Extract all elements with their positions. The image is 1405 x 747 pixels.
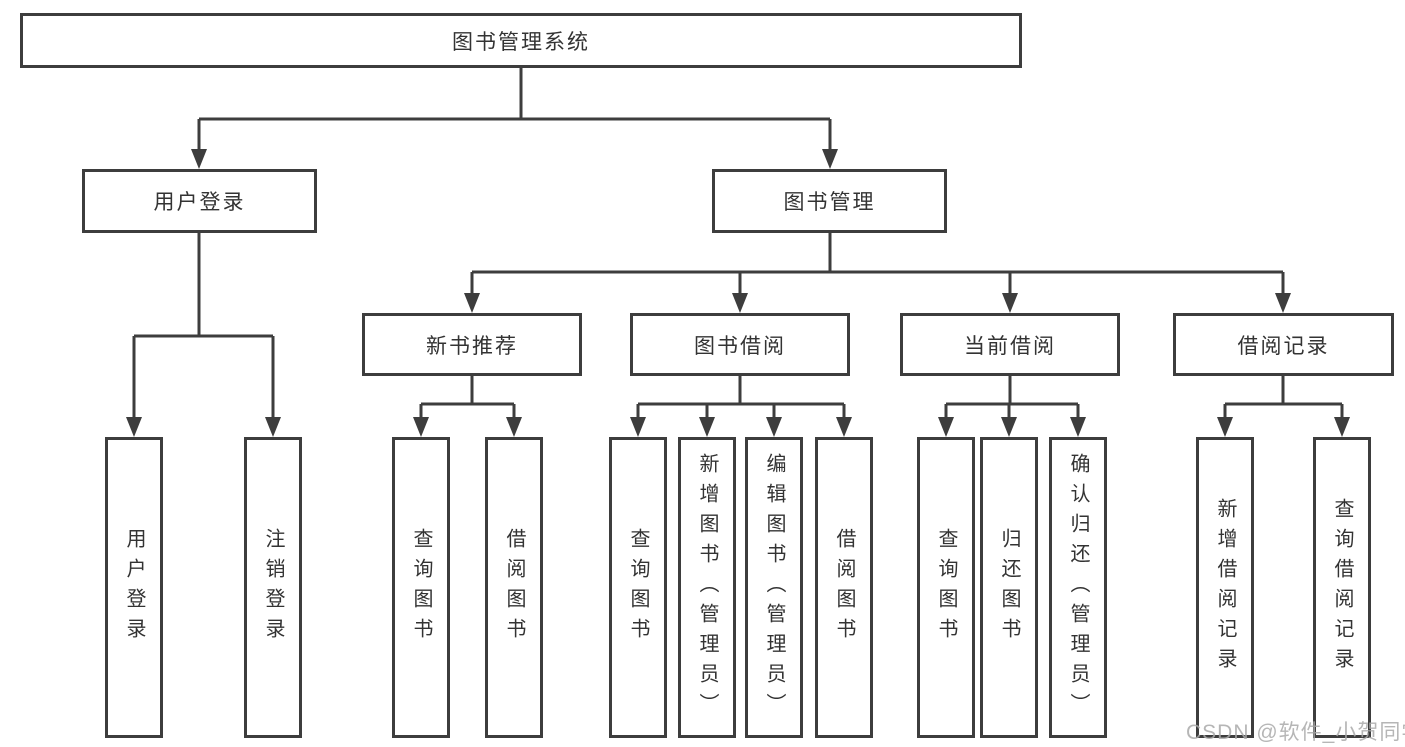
- connector-shafts: [132, 66, 1344, 419]
- leaf-query-books-current: 查询图书: [917, 437, 975, 738]
- node-user-login: 用户登录: [82, 169, 317, 233]
- leaf-logout: 注销登录: [244, 437, 302, 738]
- csdn-watermark: CSDN @软件_小贺同学: [1186, 721, 1405, 744]
- leaf-query-books-recommend: 查询图书: [392, 437, 450, 738]
- leaf-query-books-borrowing: 查询图书: [609, 437, 667, 738]
- node-current-borrowing: 当前借阅: [900, 313, 1120, 376]
- leaf-add-borrow-record: 新增借阅记录: [1196, 437, 1254, 738]
- leaf-borrow-books-recommend: 借阅图书: [485, 437, 543, 738]
- node-book-borrowing: 图书借阅: [630, 313, 850, 376]
- leaf-return-books: 归还图书: [980, 437, 1038, 738]
- node-book-management: 图书管理: [712, 169, 947, 233]
- leaf-user-login: 用户登录: [105, 437, 163, 738]
- leaf-edit-books-admin: 编辑图书（管理员）: [745, 437, 803, 738]
- node-borrowing-records: 借阅记录: [1173, 313, 1394, 376]
- node-new-book-recommendation: 新书推荐: [362, 313, 582, 376]
- leaf-query-borrow-record: 查询借阅记录: [1313, 437, 1371, 738]
- arrowheads: [126, 149, 1350, 437]
- leaf-borrow-books: 借阅图书: [815, 437, 873, 738]
- node-library-management-system: 图书管理系统: [20, 13, 1022, 68]
- leaf-confirm-return-admin: 确认归还（管理员）: [1049, 437, 1107, 738]
- leaf-add-books-admin: 新增图书（管理员）: [678, 437, 736, 738]
